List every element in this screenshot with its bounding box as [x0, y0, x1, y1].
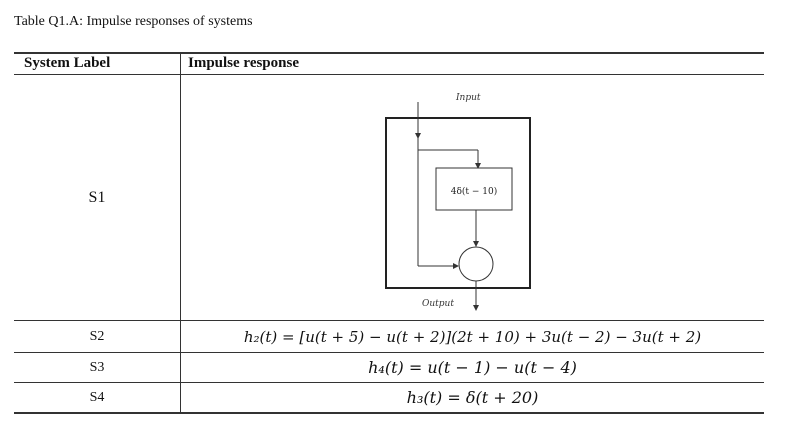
row-label-s3: S3: [89, 359, 105, 375]
table-caption: Table Q1.A: Impulse responses of systems: [14, 14, 253, 29]
table-bottom-rule: [14, 412, 764, 414]
row-divider: [14, 320, 764, 321]
system-outer-box: [385, 117, 531, 289]
table-header-rule: [14, 74, 764, 75]
header-system-label: System Label: [24, 55, 111, 71]
block-label: 4δ(t − 10): [451, 186, 498, 197]
column-divider: [180, 52, 181, 413]
row-divider: [14, 382, 764, 383]
row-label-s1: S1: [88, 188, 106, 206]
response-s3: h₄(t) = u(t − 1) − u(t − 4): [368, 358, 577, 377]
table-top-rule: [14, 52, 764, 54]
row-label-s2: S2: [89, 328, 105, 344]
row-label-s4: S4: [89, 389, 105, 405]
row-divider: [14, 352, 764, 353]
system-block: [435, 167, 513, 211]
output-label: Output: [422, 299, 454, 309]
response-s4: h₃(t) = δ(t + 20): [406, 388, 539, 407]
header-impulse-response: Impulse response: [188, 55, 299, 71]
input-label: Input: [455, 93, 481, 103]
system-diagram: 4δ(t − 10) Input Output: [380, 88, 540, 318]
response-s2: h₂(t) = [u(t + 5) − u(t + 2)](2t + 10) +…: [243, 327, 702, 346]
summing-junction: [458, 246, 494, 282]
